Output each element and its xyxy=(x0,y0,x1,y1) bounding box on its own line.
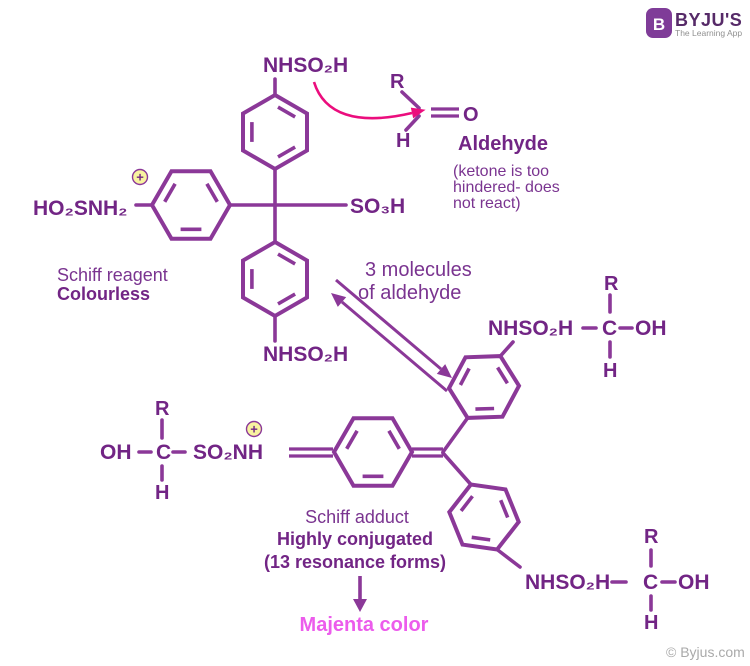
attack-arrow-curve xyxy=(312,81,413,120)
plus-charge-icon xyxy=(245,420,263,438)
aldehyde-o-label: O xyxy=(463,104,479,126)
adduct-topright-oh: OH xyxy=(635,317,667,340)
adduct-bottomright-nhso2h: NHSO₂H xyxy=(525,571,610,594)
attack-arrow-head-icon xyxy=(410,107,426,119)
aldehyde-title: Aldehyde xyxy=(458,133,548,155)
condition-line2: of aldehyde xyxy=(358,282,461,304)
equilibrium-line-forward xyxy=(335,278,442,371)
aromatic-bond-mark xyxy=(277,105,296,119)
plus-charge-sign: + xyxy=(250,422,258,437)
adduct-topright-c: C xyxy=(602,317,617,340)
ketone-note-line2: hindered- does xyxy=(453,179,560,196)
result-arrow xyxy=(353,576,367,612)
byjus-brand-name: BYJU'S xyxy=(675,10,742,30)
schiff-adduct-label: Schiff adduct xyxy=(305,507,409,527)
byjus-logo-icon xyxy=(646,8,672,38)
byjus-logo-letter: B xyxy=(653,15,665,34)
molecular-structure xyxy=(134,77,677,612)
equilibrium-arrows xyxy=(331,278,452,393)
colourless-label: Colourless xyxy=(57,284,150,304)
majenta-color-label: Majenta color xyxy=(300,614,429,636)
nhso2h-top-label: NHSO₂H xyxy=(263,54,348,77)
highly-conjugated-label: Highly conjugated xyxy=(277,529,433,549)
positive-charge-adduct: + xyxy=(245,420,263,438)
byjus-tagline: The Learning App xyxy=(675,28,742,38)
aromatic-bond-mark xyxy=(459,495,474,513)
benzene-ring xyxy=(331,416,415,488)
aromatic-bond-mark xyxy=(277,292,296,306)
resonance-forms-label: (13 resonance forms) xyxy=(264,552,446,572)
curved-attack-arrow xyxy=(312,81,426,120)
adduct-left-c: C xyxy=(156,441,171,464)
aromatic-bond-mark xyxy=(471,535,491,542)
aromatic-bond-mark xyxy=(499,499,510,519)
bond xyxy=(441,416,470,454)
adduct-topright-h: H xyxy=(603,360,617,382)
adduct-left-r: R xyxy=(155,398,170,420)
adduct-left-h: H xyxy=(155,482,169,504)
adduct-bottomright-oh: OH xyxy=(678,571,710,594)
aromatic-bond-mark xyxy=(496,366,509,385)
adduct-topright-r: R xyxy=(604,273,619,295)
schiff-reagent-label: Schiff reagent xyxy=(57,265,168,285)
adduct-left-oh: OH xyxy=(100,441,132,464)
aldehyde-r-label: R xyxy=(390,71,405,93)
aromatic-bond-mark xyxy=(205,182,219,203)
plus-charge-icon xyxy=(131,168,149,186)
aromatic-bond-mark xyxy=(458,367,471,386)
adduct-bottomright-r: R xyxy=(644,526,659,548)
condition-line1: 3 molecules xyxy=(365,259,472,281)
ketone-note-line1: (ketone is too xyxy=(453,163,549,180)
so3h-label: SO₃H xyxy=(350,195,405,218)
aromatic-bond-mark xyxy=(475,406,495,411)
bond xyxy=(495,547,522,569)
aromatic-bond-mark xyxy=(345,429,359,450)
forward-arrow-head-icon xyxy=(436,364,452,378)
byjus-logo: B BYJU'S The Learning App xyxy=(646,8,742,38)
aromatic-bond-mark xyxy=(387,429,401,450)
aromatic-bond-mark xyxy=(277,252,296,266)
bond xyxy=(498,340,515,358)
ketone-note-line3: not react) xyxy=(453,195,521,212)
nhso2h-bottom-label: NHSO₂H xyxy=(263,343,348,366)
reverse-arrow-head-icon xyxy=(331,293,347,307)
aldehyde-h-label: H xyxy=(396,130,410,152)
adduct-left-so2nh: SO₂NH xyxy=(193,441,263,464)
adduct-topright-nhso2h: NHSO₂H xyxy=(488,317,573,340)
equilibrium-line-reverse xyxy=(341,300,448,393)
adduct-bottomright-c: C xyxy=(643,571,658,594)
bond xyxy=(441,451,473,487)
aromatic-bond-mark xyxy=(277,145,296,159)
result-arrow-head-icon xyxy=(353,599,367,612)
bond xyxy=(404,114,421,132)
bond xyxy=(400,90,421,110)
positive-charge-reactant: + xyxy=(131,168,149,186)
copyright-text: © Byjus.com xyxy=(666,644,745,660)
plus-charge-sign: + xyxy=(136,170,144,185)
aromatic-bond-mark xyxy=(163,182,177,203)
ho2snh2-left-label: HO₂SNH₂ xyxy=(33,197,128,220)
adduct-bottomright-h: H xyxy=(644,612,658,634)
